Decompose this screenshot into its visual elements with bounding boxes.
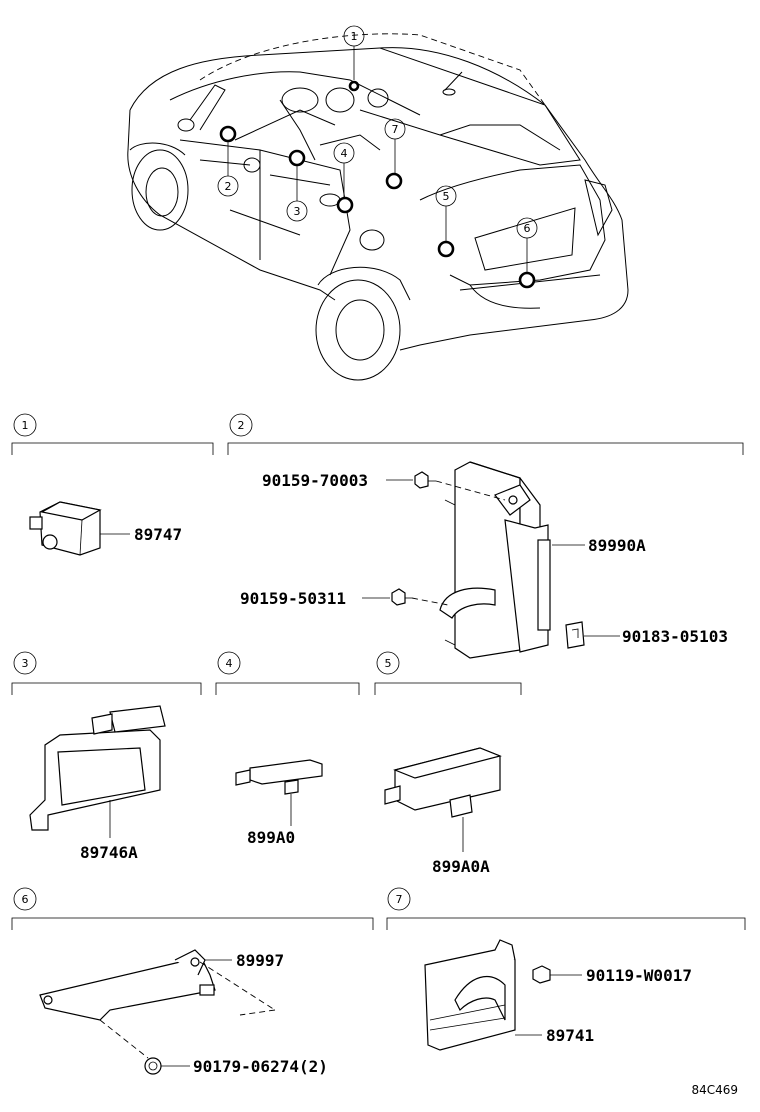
- svg-text:7: 7: [396, 893, 403, 906]
- part-label-90119-W0017: 90119-W0017: [586, 966, 692, 985]
- svg-text:2: 2: [238, 419, 245, 432]
- section-4: 4 899A0: [215, 651, 360, 847]
- part-label-89990A: 89990A: [588, 536, 646, 555]
- section-1: 1 89747: [11, 413, 214, 556]
- svg-text:1: 1: [22, 419, 29, 432]
- part-label-90183-05103: 90183-05103: [622, 627, 728, 646]
- callout-6: 6: [524, 222, 531, 235]
- part-label-90179-06274: 90179-06274(2): [193, 1057, 328, 1076]
- callout-4: 4: [341, 147, 348, 160]
- part-label-89747: 89747: [134, 525, 182, 544]
- svg-text:4: 4: [226, 657, 233, 670]
- part-label-89741: 89741: [546, 1026, 594, 1045]
- section-3: 3 89746A: [11, 651, 202, 862]
- part-label-89746A: 89746A: [80, 843, 138, 862]
- part-label-89997: 89997: [236, 951, 284, 970]
- part-label-90159-70003: 90159-70003: [262, 471, 368, 490]
- section-6: 6 89997 90179-06274(2): [11, 887, 374, 1076]
- callout-7: 7: [392, 123, 399, 136]
- section-5: 5 899A0A: [374, 651, 522, 876]
- part-label-899A0: 899A0: [247, 828, 295, 847]
- section-7: 7 90119-W0017 89741: [386, 887, 746, 1051]
- vehicle-callouts: 1 2 3 4 7 5 6: [217, 25, 538, 289]
- callout-5: 5: [443, 190, 450, 203]
- diagram-code: 84C469: [691, 1083, 738, 1097]
- vehicle-overview: [127, 33, 629, 381]
- callout-1: 1: [351, 30, 358, 43]
- callout-3: 3: [294, 205, 301, 218]
- part-label-90159-50311: 90159-50311: [240, 589, 346, 608]
- svg-text:5: 5: [385, 657, 392, 670]
- svg-text:6: 6: [22, 893, 29, 906]
- svg-text:3: 3: [22, 657, 29, 670]
- callout-2: 2: [225, 180, 232, 193]
- part-label-899A0A: 899A0A: [432, 857, 490, 876]
- section-2: 2 90159-70003 90159-50311 89990A 90183-0…: [227, 413, 744, 659]
